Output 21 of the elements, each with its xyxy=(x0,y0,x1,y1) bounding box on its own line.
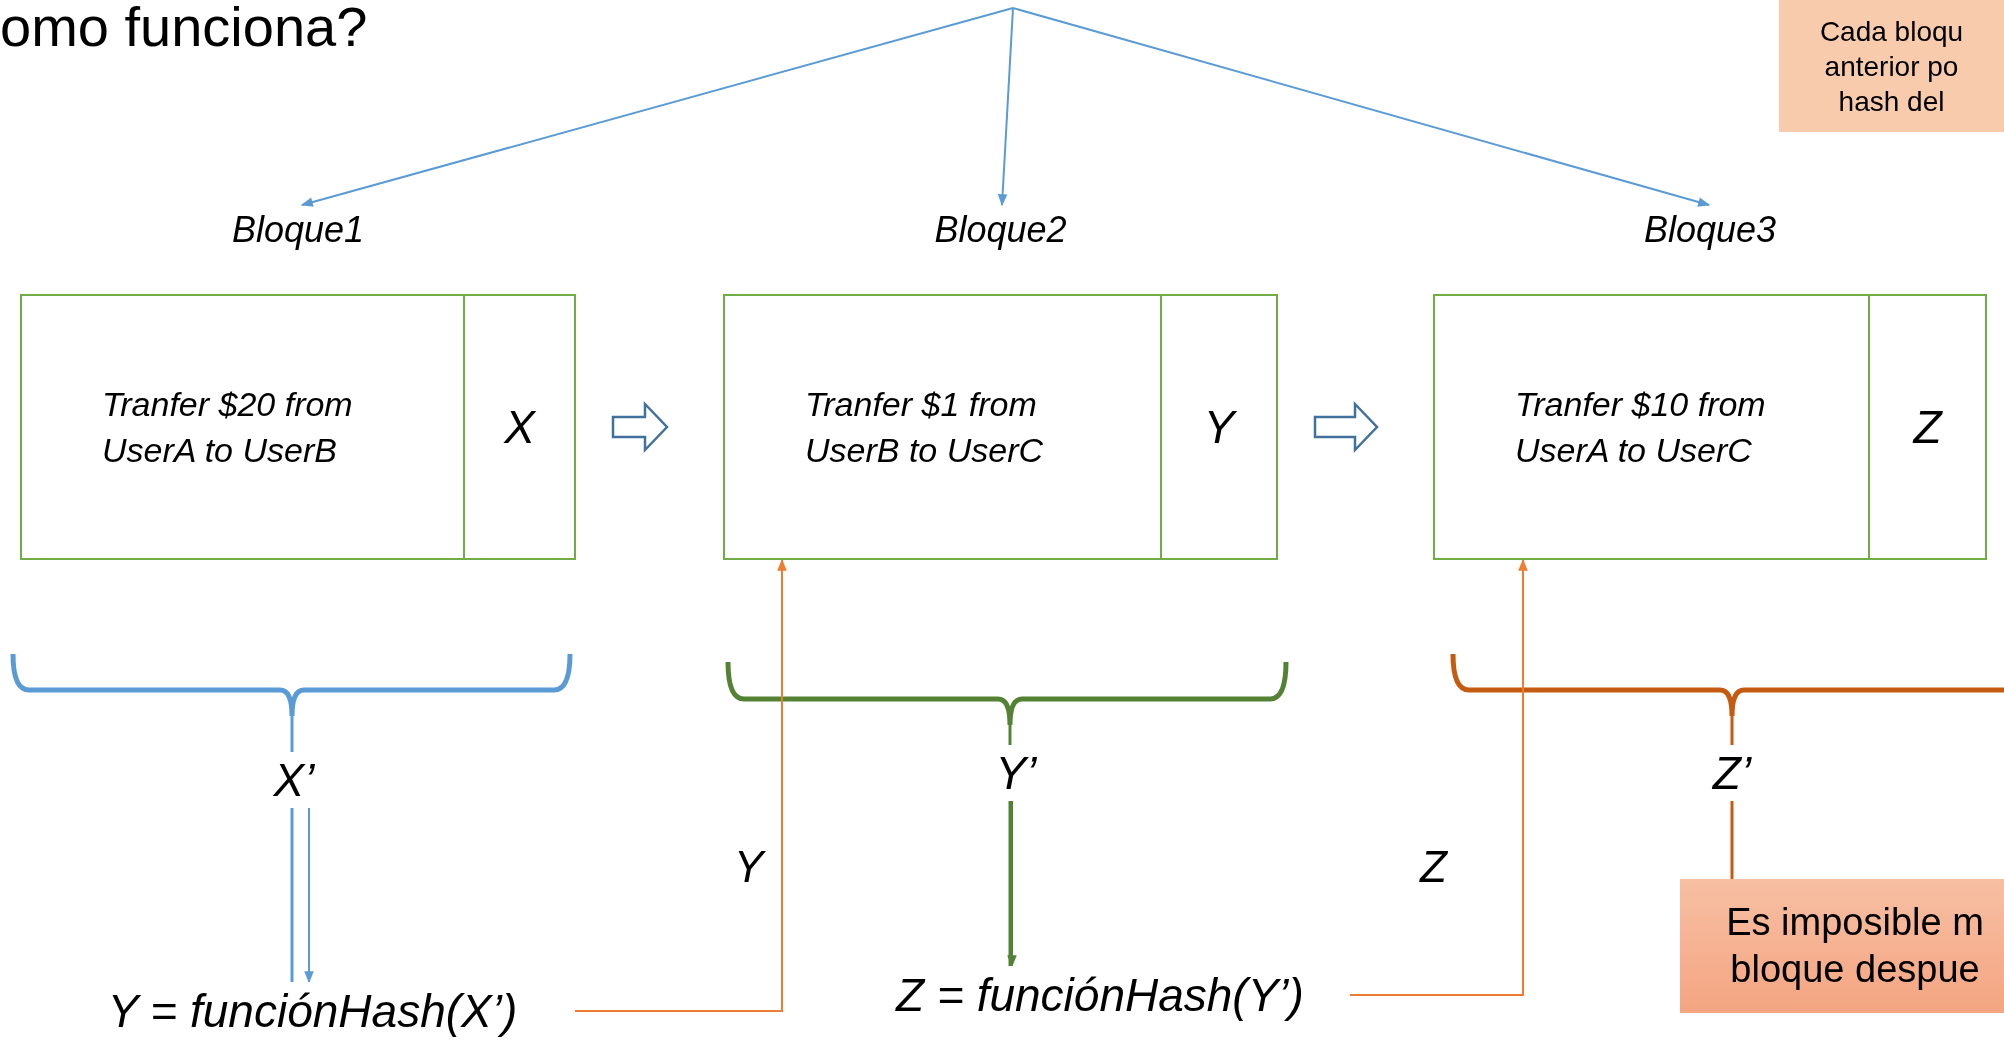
arrow xyxy=(304,807,314,984)
slide-title: omo funciona? xyxy=(0,0,368,59)
hash-value: Z xyxy=(1911,400,1944,455)
arrow xyxy=(1007,800,1017,968)
transaction-text: Tranfer $20 from UserA to UserB xyxy=(102,384,354,471)
arrow xyxy=(1349,558,1528,996)
block-arrow xyxy=(1313,400,1379,454)
transaction-text: Tranfer $1 from UserB to UserC xyxy=(805,384,1045,471)
block-title: Bloque3 xyxy=(1642,208,1778,252)
hash-value: X xyxy=(502,400,537,455)
arrow xyxy=(997,7,1014,207)
note-box: Es imposible m bloque despue xyxy=(1680,879,2004,1013)
block-title: Bloque2 xyxy=(933,208,1068,252)
block-arrow xyxy=(611,400,669,454)
arrow xyxy=(300,7,1014,207)
note-box: Cada bloqu anterior po hash del xyxy=(1779,0,2004,132)
hash-value: Y xyxy=(1202,400,1238,455)
block-title: Bloque1 xyxy=(230,208,366,252)
transaction-text: Tranfer $10 from UserA to UserC xyxy=(1515,384,1767,471)
arrow xyxy=(1012,7,1711,207)
arrow xyxy=(574,558,787,1012)
